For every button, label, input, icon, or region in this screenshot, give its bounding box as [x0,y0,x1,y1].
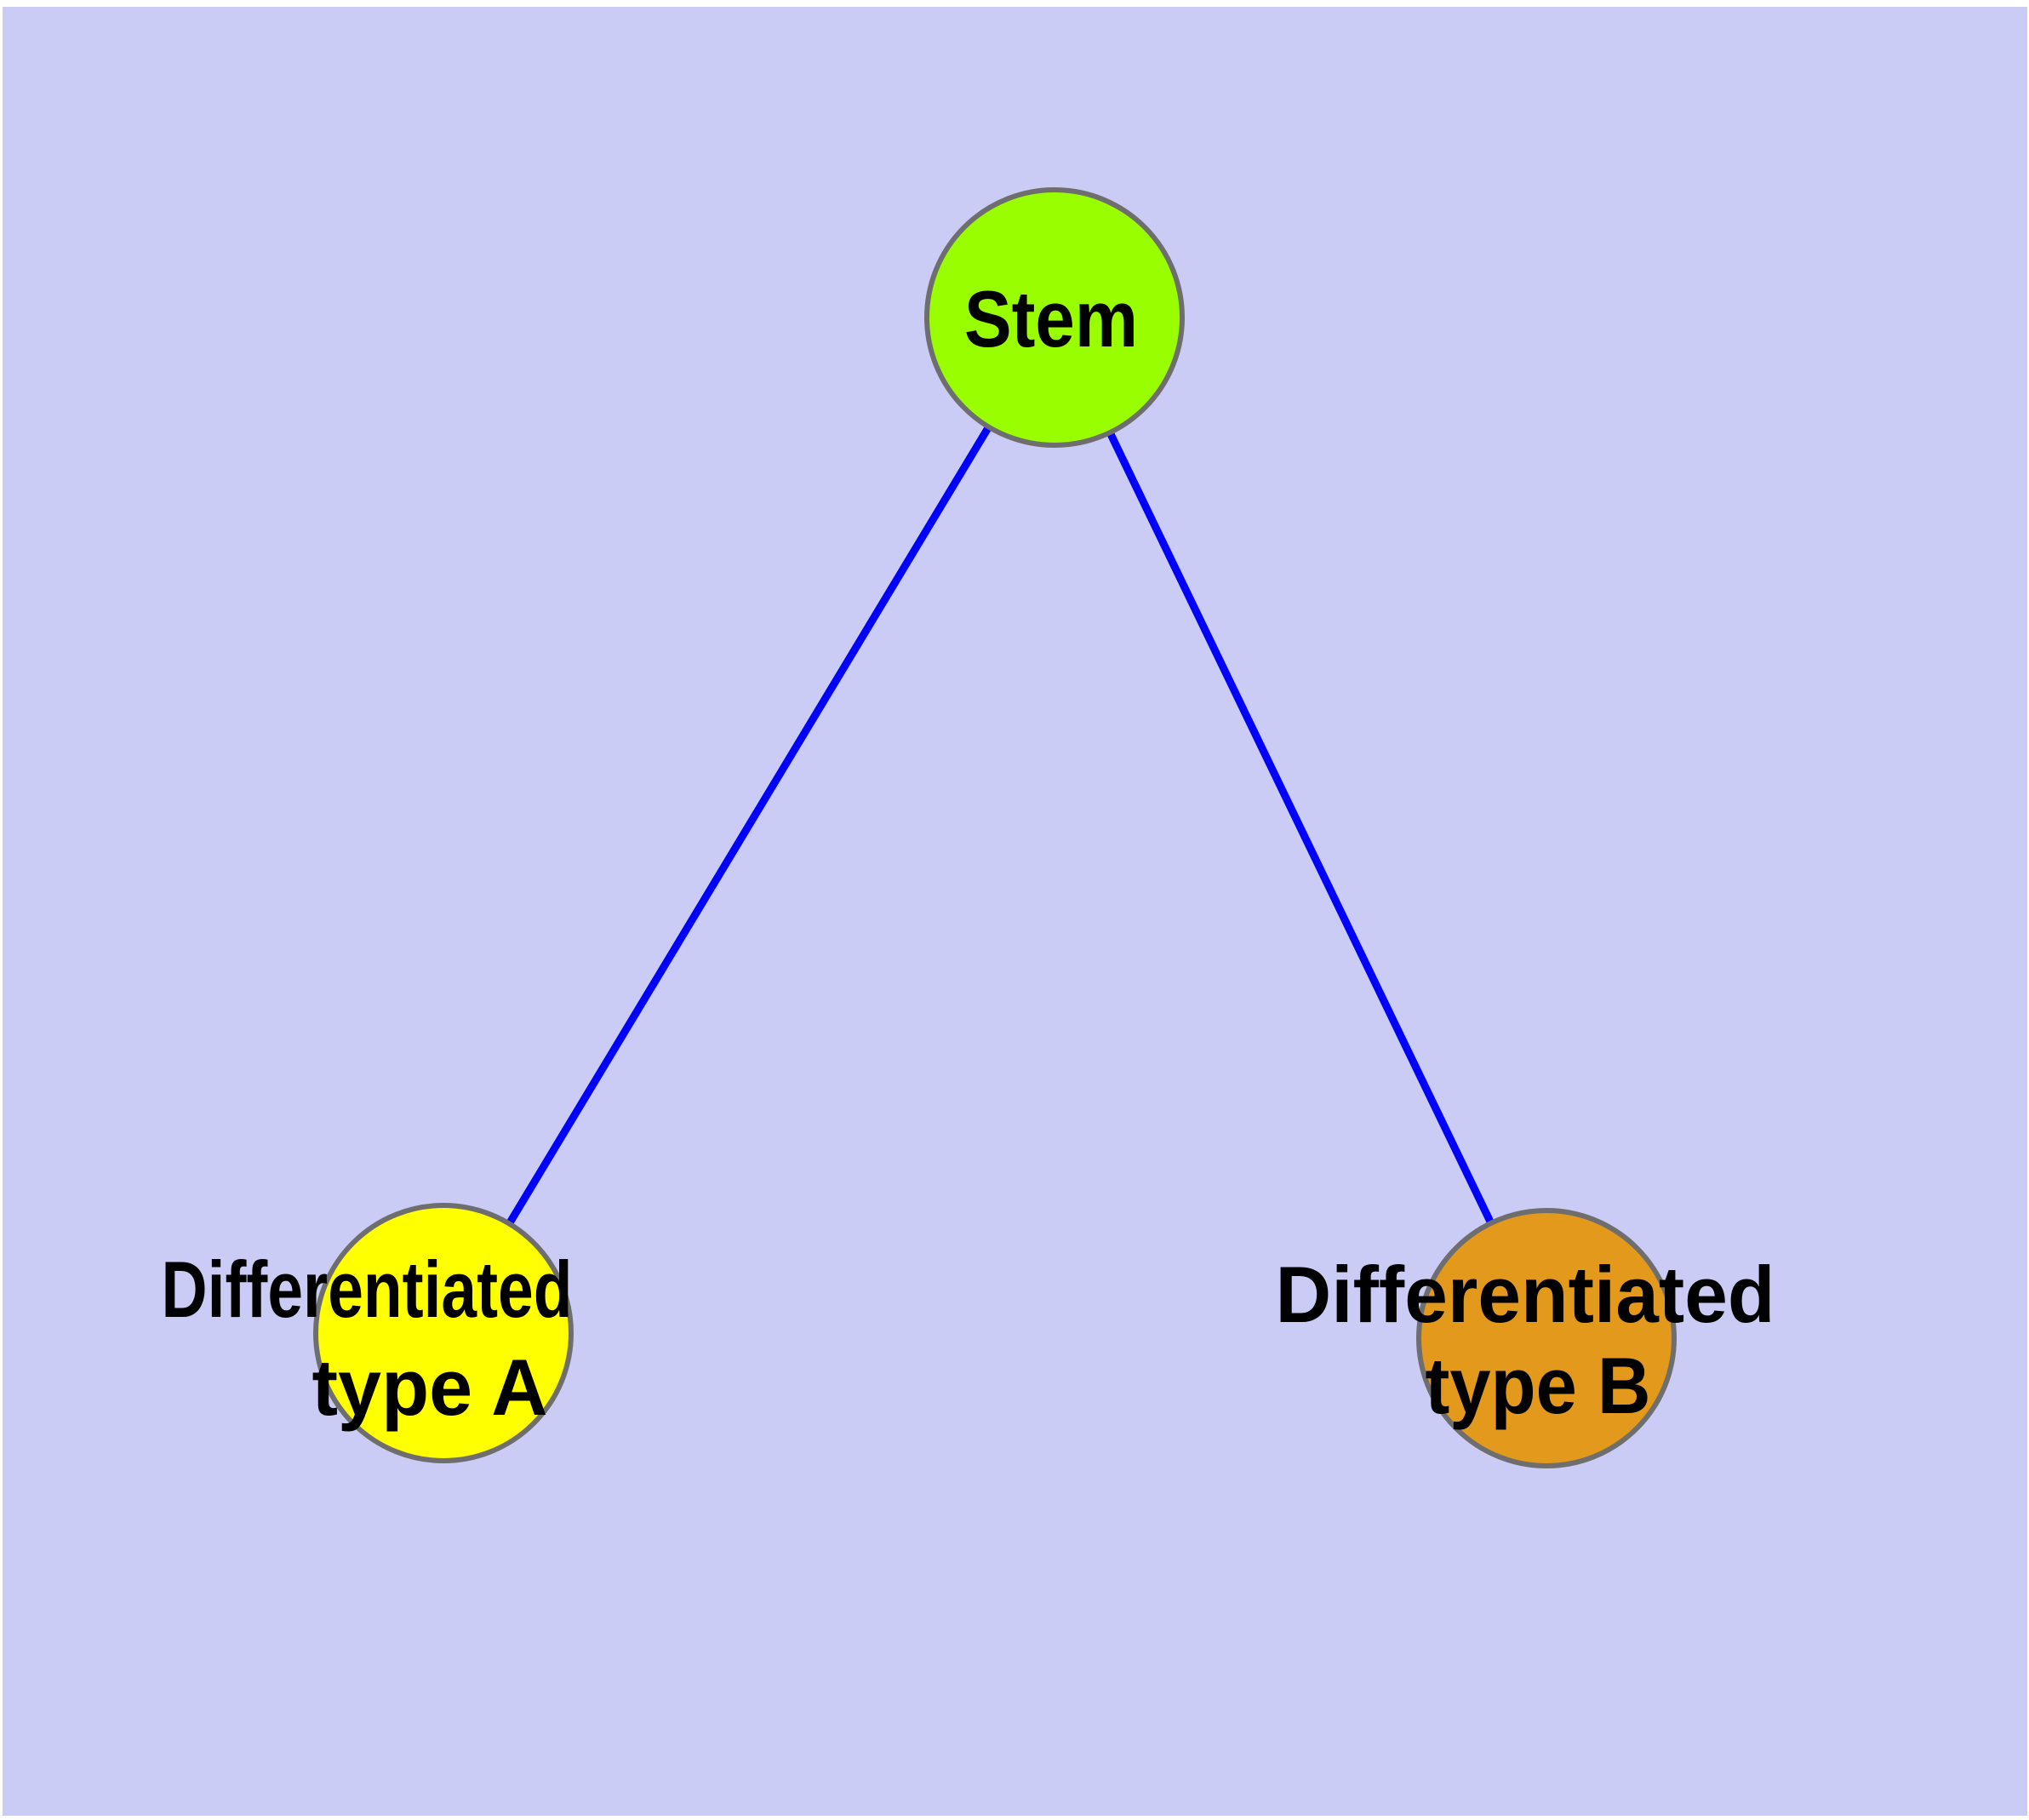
edge-stem-to-type-b [1050,316,1551,1340]
node-label-stem: Stem [964,274,1138,363]
edge-stem-to-type-a [440,315,1058,1336]
node-stem [924,187,1185,448]
node-label-type-b-line2: type B [1426,1341,1651,1430]
node-label-type-a-line1: Differentiated [162,1245,573,1334]
node-label-type-a-line2: type A [312,1342,548,1432]
node-type-b [1416,1208,1677,1468]
node-type-a [313,1203,574,1463]
node-label-type-b-line1: Differentiated [1276,1250,1775,1339]
